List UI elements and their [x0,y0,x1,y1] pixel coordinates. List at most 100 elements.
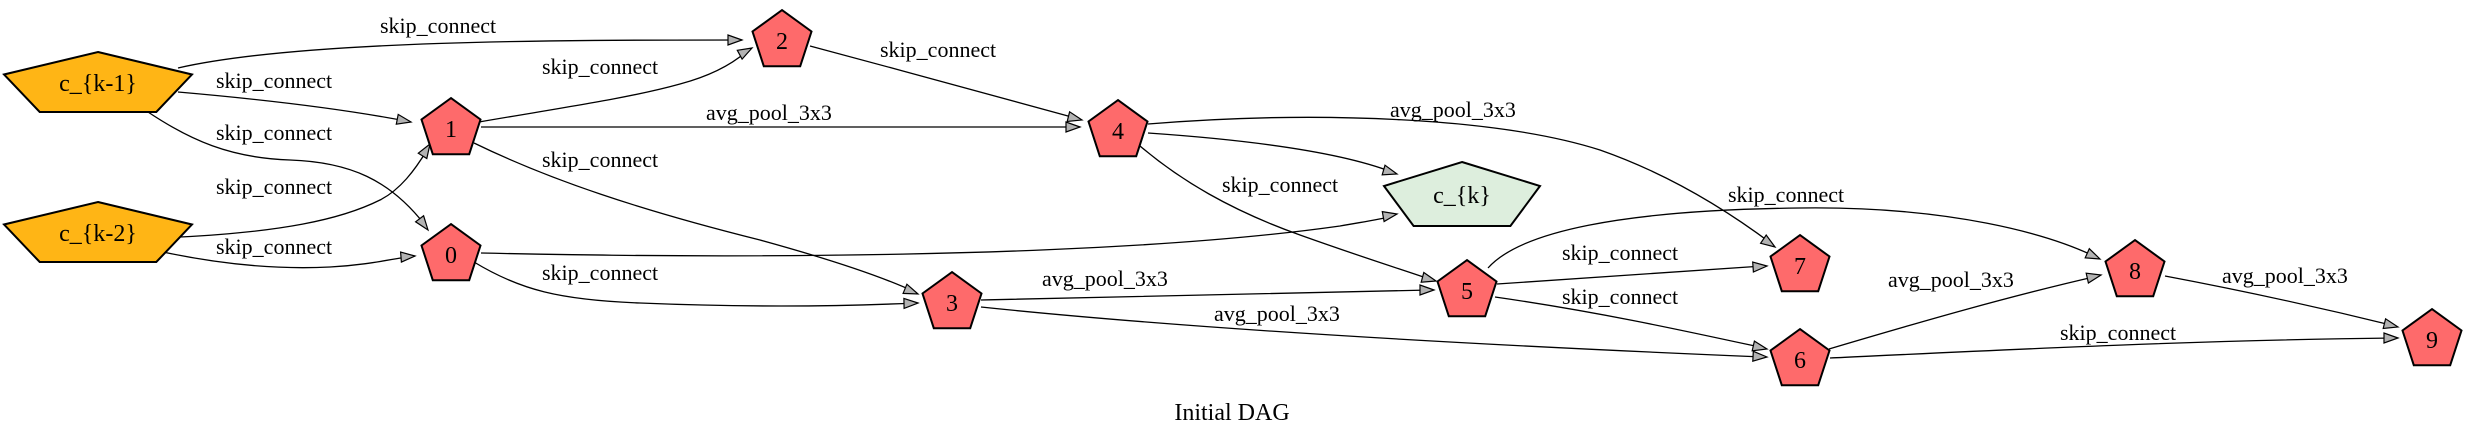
edge-n1-to-n4 [481,121,1082,133]
arrowhead-icon [2085,272,2103,284]
pentagon-node-shape [1436,258,1498,318]
pentagon-node-shape [420,96,482,156]
arrowhead-icon [1381,164,1399,176]
edge-line [480,215,1394,257]
node-label: c_{k-2} [59,221,137,247]
node-ck: c_{k} [1382,160,1542,227]
node-label: c_{k} [1433,183,1491,209]
arrowhead-icon [1381,210,1399,223]
edge-n6-to-n9 [1829,332,2400,359]
edge-n8-to-n9 [2164,275,2400,330]
edge-n3-to-n5 [980,284,1436,301]
edge-line [179,149,428,238]
edge-label: avg_pool_3x3 [706,100,832,125]
edge-label: skip_connect [542,260,658,285]
edge-label: avg_pool_3x3 [1390,97,1516,122]
edge-label: skip_connect [1562,284,1678,309]
node-label: 5 [1461,279,1473,305]
edge-line [1487,207,2099,269]
node-n9: 9 [2401,307,2463,367]
node-n8: 8 [2104,238,2166,298]
node-n5: 5 [1436,258,1498,318]
node-label: c_{k-1} [59,71,137,97]
pentagon-node-shape [2104,238,2166,298]
node-label: 3 [946,291,958,317]
arrowhead-icon [2383,332,2400,344]
node-label: 1 [445,117,457,143]
node-n1: 1 [420,96,482,156]
edge-line [1147,132,1393,173]
node-label: 0 [445,243,457,269]
edge-label: avg_pool_3x3 [1214,301,1340,326]
edge-n0-to-n3 [473,261,920,310]
edge-line [980,306,1764,358]
arrowhead-icon [902,283,920,295]
arrowhead-icon [414,214,430,232]
pentagon-node-shape [751,8,813,68]
edge-label: avg_pool_3x3 [1042,266,1168,291]
node-ck2: c_{k-2} [2,200,194,263]
edge-n6-to-n8 [1828,272,2103,350]
arrowhead-icon [736,47,754,61]
arrowhead-icon [727,34,744,46]
edge-label: skip_connect [542,147,658,172]
edge-label: skip_connect [216,234,332,259]
edge-label: skip_connect [880,37,996,62]
edge-ck2-to-n1 [179,142,431,238]
node-n4: 4 [1087,98,1149,158]
edge-label: skip_connect [1562,240,1678,265]
arrowhead-icon [2084,247,2102,260]
arrowhead-icon [1419,284,1436,296]
edge-ck1-to-n1 [177,91,413,125]
pentagon-node-shape [2,50,194,113]
pentagon-node-shape [1087,98,1149,158]
node-label: 7 [1794,254,1806,280]
edge-label: skip_connect [1222,172,1338,197]
edge-ck2-to-n0 [162,251,417,269]
pentagon-node-shape [1769,327,1831,387]
node-n0: 0 [420,222,482,282]
node-label: 9 [2426,328,2438,354]
edge-label: skip_connect [216,120,332,145]
node-label: 6 [1794,348,1806,374]
edge-label: skip_connect [380,13,496,38]
edges-layer [147,34,2400,363]
arrowhead-icon [395,113,413,125]
edge-line [147,111,426,226]
edge-n4-to-n5 [1139,145,1438,283]
node-n6: 6 [1769,327,1831,387]
edge-line [177,39,743,69]
edge-line [2164,275,2396,327]
node-n3: 3 [921,270,983,330]
edge-n5-to-n6 [1494,296,1769,352]
pentagon-node-shape [2401,307,2463,367]
edge-line [473,261,916,307]
node-label: 8 [2129,259,2141,285]
edge-line [1139,145,1433,281]
edge-n5-to-n7 [1496,261,1769,285]
edge-ck1-to-n2 [177,34,744,69]
edge-label: skip_connect [216,68,332,93]
arrowhead-icon [1066,110,1084,123]
arrowhead-icon [1752,261,1769,273]
pentagon-node-shape [1382,160,1542,227]
edge-line [1494,296,1765,349]
edge-line [809,45,1080,120]
diagram-caption: Initial DAG [1174,400,1289,426]
arrowhead-icon [2382,317,2400,330]
arrowhead-icon [1065,121,1082,133]
pentagon-node-shape [2,200,194,263]
arrowhead-icon [399,251,417,263]
edge-line [473,142,916,293]
edge-labels-layer: skip_connectskip_connectskip_connectskip… [216,13,2348,345]
edge-n3-to-n6 [980,306,1769,363]
edge-line [478,51,747,123]
edge-line [1828,275,2099,350]
edge-n0-to-ck [480,210,1399,257]
edge-line [177,91,412,123]
edge-n5-to-n8 [1487,207,2102,269]
arrowhead-icon [417,142,431,160]
arrowhead-icon [903,297,920,310]
